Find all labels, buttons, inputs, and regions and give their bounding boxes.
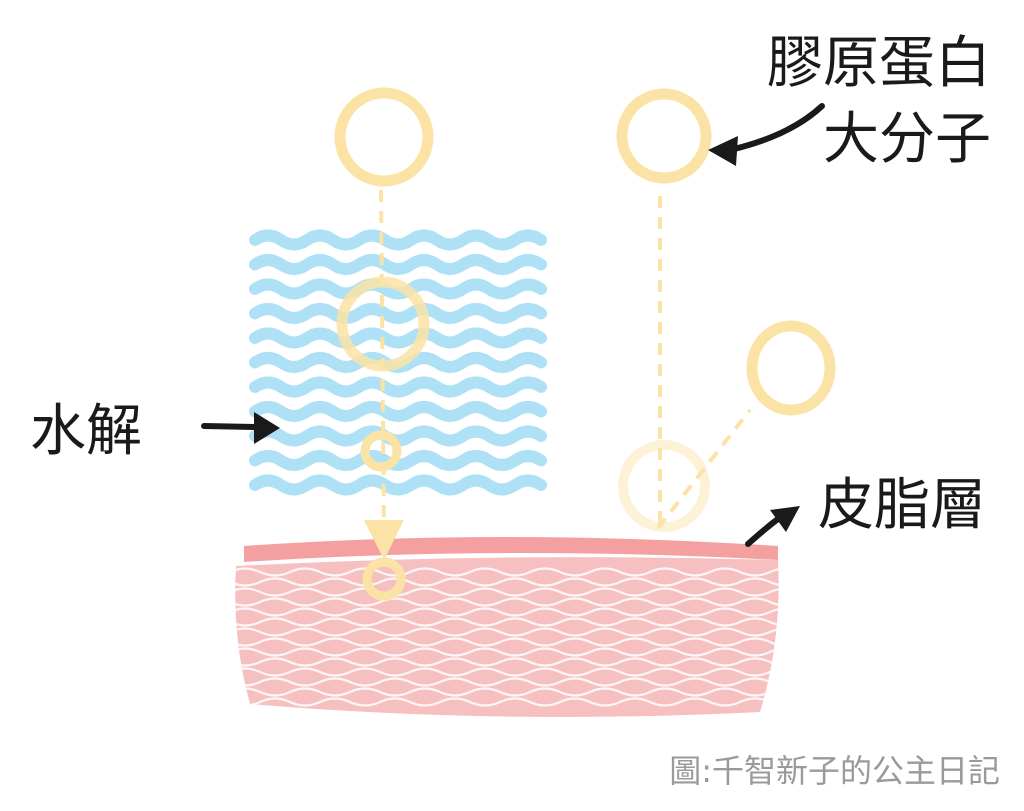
molecule-top-left — [334, 87, 434, 187]
water-wave-line — [249, 450, 547, 471]
skin-fiber-line — [235, 627, 779, 637]
molecule-blocked-faded — [618, 440, 710, 532]
molecule-bounced — [746, 320, 836, 416]
water-wave-line — [249, 327, 547, 349]
hydrolysis-arrow-shaft — [201, 423, 261, 430]
water-wave-line — [249, 229, 547, 251]
skin-fiber-line — [235, 657, 779, 667]
skin-fiber-line — [235, 647, 779, 657]
collagen-label-line1: 膠原蛋白 — [767, 31, 991, 96]
collagen-arrow-shaft — [727, 103, 825, 153]
sebum-arrow-shaft — [745, 513, 785, 547]
molecule-small-in-skin — [362, 557, 406, 601]
hydrolysis-arrow-head — [254, 412, 280, 444]
skin-fiber-line — [235, 637, 779, 647]
water-wave-line — [249, 425, 547, 447]
large-dashed-line-bounce — [656, 408, 752, 530]
sebum-arrow-head — [770, 506, 800, 532]
skin-fiber-line — [235, 597, 779, 607]
water-wave-line — [249, 278, 547, 300]
water-wave-line — [249, 254, 547, 275]
water-wave-line — [249, 376, 547, 398]
skin-fiber-line — [235, 577, 779, 587]
skin-block — [235, 537, 779, 717]
molecule-mid-left — [336, 276, 430, 372]
water-wave-line — [249, 303, 547, 324]
water-wave-line — [249, 474, 547, 496]
water-wave-line — [249, 401, 547, 422]
collagen-label-line2: 大分子 — [823, 107, 991, 172]
collagen-arrow-head — [708, 136, 738, 166]
hydrolysis-path — [334, 87, 434, 601]
skin-body — [235, 557, 779, 717]
molecule-small-left — [360, 430, 402, 472]
skin-fiber-line — [235, 567, 779, 577]
skin-fiber-line — [235, 667, 779, 677]
molecule-top-right — [616, 88, 712, 184]
skin-fiber-line — [235, 697, 779, 707]
skin-fiber-line — [235, 677, 779, 687]
sebum-layer-label: 皮脂層 — [818, 473, 986, 538]
skin-fiber-line — [235, 607, 779, 617]
skin-fiber-line — [235, 617, 779, 627]
skin-fiber-line — [235, 587, 779, 597]
skin-fibers — [235, 567, 779, 707]
hydrolysis-label: 水解 — [30, 399, 142, 464]
pointer-arrows — [201, 103, 825, 547]
large-molecule-path — [616, 88, 836, 532]
image-credit: 圖:千智新子的公主日記 — [669, 752, 1000, 790]
skin-fiber-line — [235, 687, 779, 697]
